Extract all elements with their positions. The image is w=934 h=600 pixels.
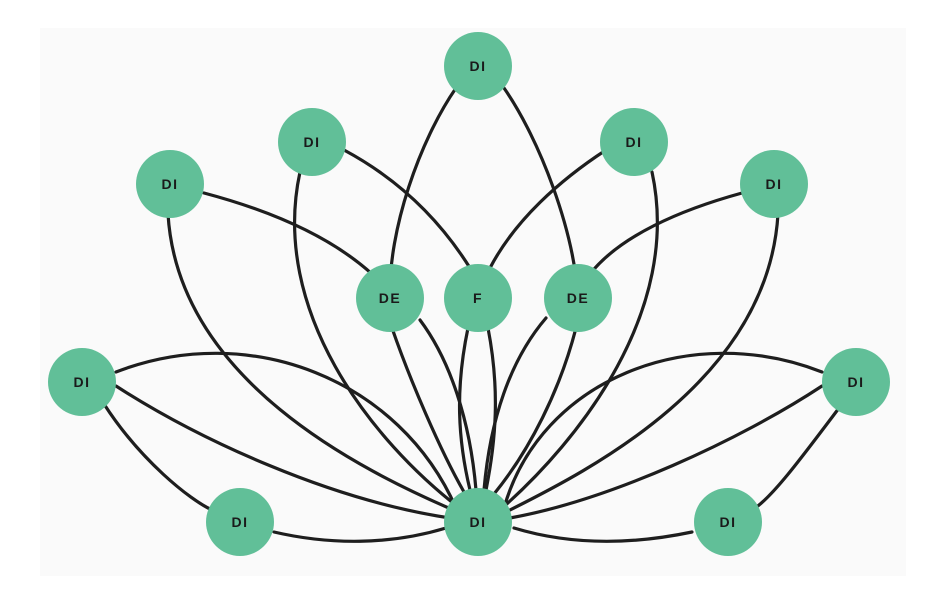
edge-de-right-to-bottom-b xyxy=(492,326,578,496)
edge-de-right-to-bottom-a xyxy=(482,316,548,492)
edge-far-right-to-de-right xyxy=(588,191,744,276)
node-label: DI xyxy=(232,514,249,530)
node-di-bottom-right[interactable]: DI xyxy=(694,488,762,556)
node-label: DI xyxy=(74,374,91,390)
node-di-left-mid[interactable]: DI xyxy=(48,348,116,416)
node-label: DI xyxy=(848,374,865,390)
edge-bottom-left-to-bottom-center xyxy=(272,526,448,543)
node-label: DI xyxy=(162,176,179,192)
node-di-bottom-left[interactable]: DI xyxy=(206,488,274,556)
edge-right-mid-to-bottom xyxy=(502,351,824,510)
edge-upper-right-to-f xyxy=(488,148,608,270)
edge-left-mid-to-bottom-center-long xyxy=(114,384,452,520)
edge-f-to-bottom-b xyxy=(484,326,497,492)
edge-de-left-to-bottom-b xyxy=(418,318,478,492)
node-f-center[interactable]: F xyxy=(444,264,512,332)
edge-far-left-to-de-left xyxy=(202,191,374,276)
edge-left-mid-to-bottom xyxy=(114,351,458,510)
edge-f-to-bottom-a xyxy=(457,326,472,492)
node-di-bottom-center[interactable]: DI xyxy=(444,488,512,556)
node-label: DI xyxy=(766,176,783,192)
node-di-top[interactable]: DI xyxy=(444,32,512,100)
node-label: DI xyxy=(470,514,487,530)
node-label: DE xyxy=(567,290,589,306)
node-label: DI xyxy=(470,58,487,74)
node-label: DE xyxy=(379,290,401,306)
node-di-upper-right[interactable]: DI xyxy=(600,108,668,176)
edge-right-mid-to-bottom-right xyxy=(750,402,844,512)
node-label: DI xyxy=(626,134,643,150)
edge-left-mid-to-bottom-left xyxy=(102,402,214,512)
node-di-far-left[interactable]: DI xyxy=(136,150,204,218)
edge-far-left-to-bottom xyxy=(166,212,460,514)
node-de-left[interactable]: DE xyxy=(356,264,424,332)
edge-upper-left-to-bottom xyxy=(293,170,464,512)
edge-upper-left-to-f xyxy=(342,148,472,270)
edge-upper-right-to-bottom xyxy=(498,170,659,512)
nodes: DI DI DI DI DI DE xyxy=(48,32,890,556)
node-label: DI xyxy=(304,134,321,150)
edge-far-right-to-bottom xyxy=(504,212,780,514)
edge-de-left-to-bottom-a xyxy=(390,326,466,494)
node-de-right[interactable]: DE xyxy=(544,264,612,332)
node-di-upper-left[interactable]: DI xyxy=(278,108,346,176)
node-label: DI xyxy=(720,514,737,530)
node-di-far-right[interactable]: DI xyxy=(740,150,808,218)
node-label: F xyxy=(473,290,483,306)
edge-bottom-center-to-bottom-right xyxy=(512,526,694,543)
edges xyxy=(102,86,844,543)
edge-right-mid-to-bottom-center-long xyxy=(508,384,824,520)
node-di-right-mid[interactable]: DI xyxy=(822,348,890,416)
